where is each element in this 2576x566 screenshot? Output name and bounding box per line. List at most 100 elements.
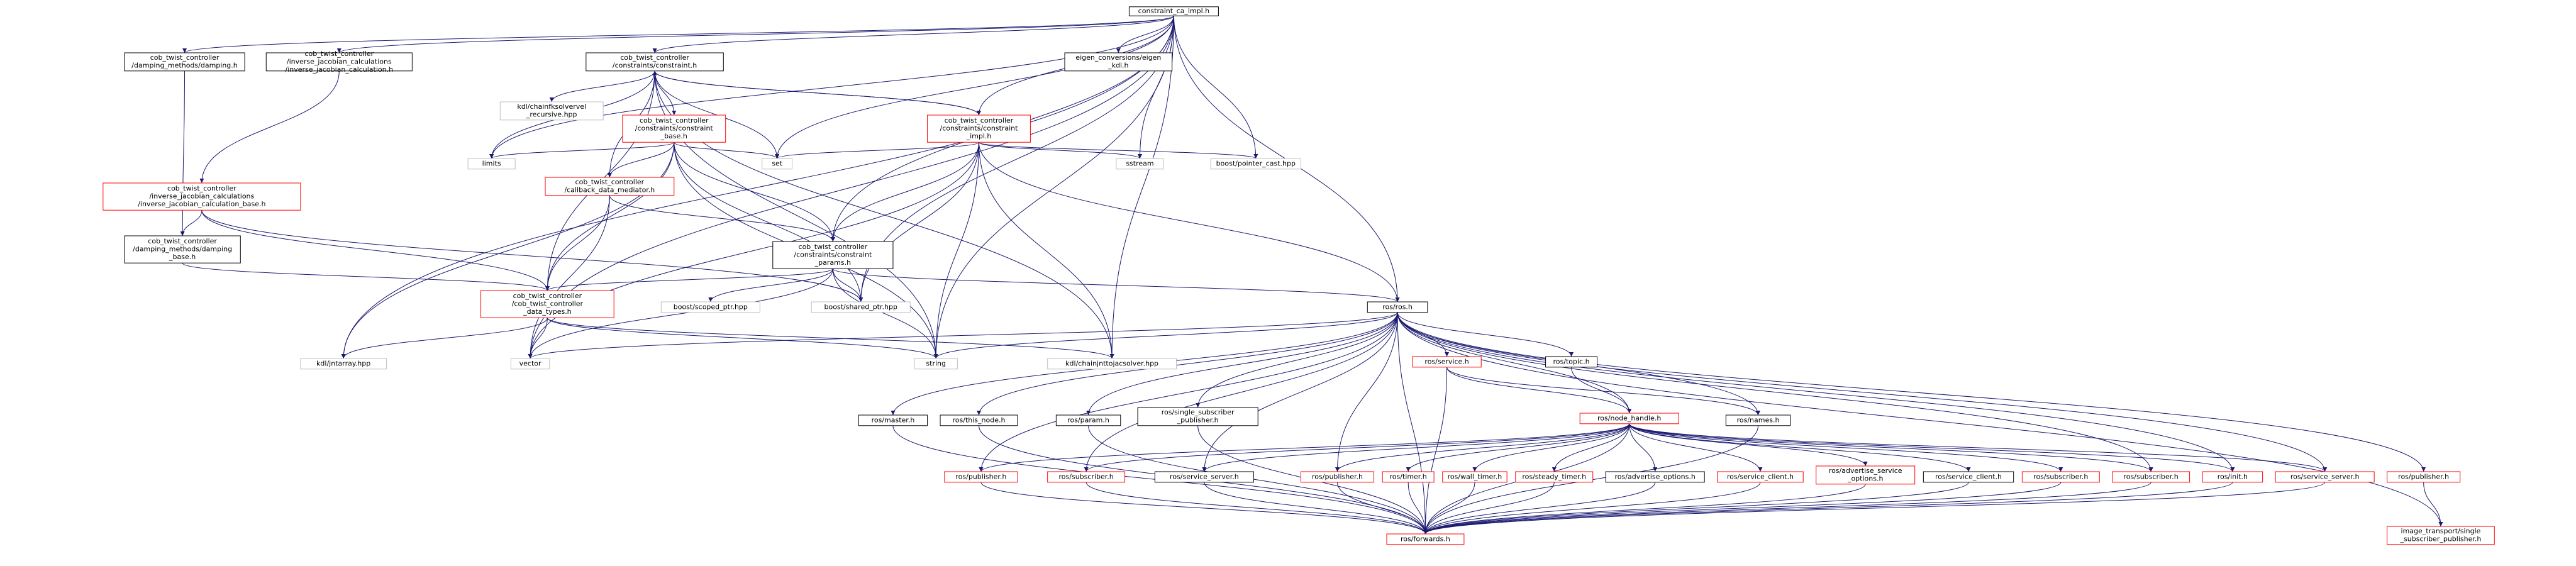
graph-node-service-client1[interactable]: ros/service_client.h bbox=[1717, 471, 1804, 483]
graph-node-params[interactable]: cob_twist_controller/constraints/constra… bbox=[772, 241, 894, 269]
edge-node-handle-to-service-client1 bbox=[1629, 423, 1763, 472]
node-label: ros/subscriber.h bbox=[2124, 472, 2179, 480]
graph-node-sstream[interactable]: sstream bbox=[1116, 158, 1164, 170]
node-label: ros/service_server.h bbox=[1170, 472, 1239, 480]
edge-damping-base-to-data-types bbox=[182, 262, 550, 291]
graph-node-limits[interactable]: limits bbox=[467, 158, 516, 170]
graph-node-constraint-impl[interactable]: cob_twist_controller/constraints/constra… bbox=[927, 114, 1031, 143]
graph-node-advertise-service-options[interactable]: ros/advertise_service_options.h bbox=[1816, 465, 1916, 485]
graph-node-vector[interactable]: vector bbox=[510, 358, 550, 370]
node-label: ros/subscriber.h bbox=[2033, 472, 2088, 480]
graph-node-names[interactable]: ros/names.h bbox=[1725, 414, 1791, 426]
graph-node-subscriber1[interactable]: ros/subscriber.h bbox=[1047, 471, 1126, 483]
graph-node-damping-base[interactable]: cob_twist_controller/damping_methods/dam… bbox=[124, 235, 241, 264]
edge-constraint-to-string bbox=[654, 70, 938, 359]
graph-node-wall-timer[interactable]: ros/wall_timer.h bbox=[1442, 471, 1507, 483]
edge-params-to-vector bbox=[528, 269, 833, 359]
graph-node-constraint-base[interactable]: cob_twist_controller/constraints/constra… bbox=[622, 114, 726, 143]
graph-node-damping[interactable]: cob_twist_controller/damping_methods/dam… bbox=[124, 52, 245, 72]
edge-data-types-to-string bbox=[547, 318, 938, 359]
graph-node-publisher3[interactable]: ros/publisher.h bbox=[2387, 471, 2461, 483]
edge-ros-to-init bbox=[1397, 312, 2235, 472]
node-label: /inverse_jacobian_calculation_base.h bbox=[138, 200, 265, 208]
graph-node-kdl-jnt[interactable]: kdl/jntarray.hpp bbox=[300, 358, 387, 370]
edge-ros-to-node-handle bbox=[1397, 312, 1632, 414]
node-box bbox=[2275, 471, 2375, 483]
graph-node-node-handle[interactable]: ros/node_handle.h bbox=[1579, 413, 1679, 425]
graph-node-publisher1[interactable]: ros/publisher.h bbox=[944, 471, 1018, 483]
graph-node-forwards[interactable]: ros/forwards.h bbox=[1386, 533, 1465, 545]
graph-node-init[interactable]: ros/init.h bbox=[2202, 471, 2263, 483]
graph-node-data-types[interactable]: cob_twist_controller/cob_twist_controlle… bbox=[480, 290, 614, 318]
edge-service-to-node-handle bbox=[1446, 367, 1632, 414]
node-label: _kdl.h bbox=[1108, 62, 1128, 70]
node-box bbox=[1717, 471, 1804, 483]
graph-node-steady-timer[interactable]: ros/steady_timer.h bbox=[1515, 471, 1594, 483]
graph-node-ijc-base[interactable]: cob_twist_controller/inverse_jacobian_ca… bbox=[103, 182, 301, 211]
graph-node-constraint[interactable]: cob_twist_controller/constraints/constra… bbox=[586, 52, 724, 72]
node-label: ros/master.h bbox=[872, 416, 915, 424]
graph-node-cbdm[interactable]: cob_twist_controller/callback_data_media… bbox=[545, 177, 675, 196]
node-label: ros/node_handle.h bbox=[1597, 414, 1661, 422]
edge-advertise-options-to-forwards bbox=[1423, 482, 1656, 535]
edge-constraint-base-to-cbdm bbox=[607, 142, 675, 178]
graph-node-root[interactable]: constraint_ca_impl.h bbox=[1128, 6, 1219, 16]
edge-ros-to-param bbox=[1086, 312, 1398, 416]
graph-node-subscriber2[interactable]: ros/subscriber.h bbox=[2021, 471, 2100, 483]
graph-node-this-node[interactable]: ros/this_node.h bbox=[940, 414, 1018, 426]
graph-node-ssp[interactable]: ros/single_subscriber_publisher.h bbox=[1137, 407, 1258, 426]
edge-cbdm-to-data-types bbox=[545, 195, 610, 291]
edge-constraint-impl-to-ros bbox=[978, 142, 1400, 302]
node-label: /inverse_jacobian_calculations bbox=[149, 192, 254, 201]
graph-node-master[interactable]: ros/master.h bbox=[858, 414, 928, 426]
nodes-layer: constraint_ca_impl.h cob_twist_controller… bbox=[103, 6, 2495, 545]
node-label: vector bbox=[519, 359, 541, 367]
graph-node-advertise-options[interactable]: ros/advertise_options.h bbox=[1605, 471, 1705, 483]
edge-node-handle-to-service-client2 bbox=[1629, 423, 1971, 472]
node-box bbox=[124, 52, 245, 72]
graph-node-timer[interactable]: ros/timer.h bbox=[1382, 471, 1435, 483]
node-label: ros/publisher.h bbox=[1312, 472, 1363, 480]
edge-timer-to-forwards bbox=[1407, 482, 1428, 535]
graph-node-service-server1[interactable]: ros/service_server.h bbox=[1154, 471, 1254, 483]
edge-publisher2-to-forwards bbox=[1337, 482, 1428, 535]
node-label: cob_twist_controller bbox=[945, 116, 1014, 125]
graph-node-topic[interactable]: ros/topic.h bbox=[1545, 356, 1598, 368]
edge-constraint-impl-to-constraint bbox=[652, 70, 979, 116]
node-box bbox=[1412, 356, 1482, 368]
node-label: cob_twist_controller bbox=[150, 53, 219, 62]
edge-constraint-impl-to-pointer-cast bbox=[978, 142, 1258, 159]
graph-node-jacsolver[interactable]: kdl/chainjnttojacsolver.hpp bbox=[1047, 358, 1177, 370]
edge-root-to-constraint bbox=[652, 15, 1174, 53]
edge-params-to-ros bbox=[832, 268, 1400, 302]
graph-node-subscriber3[interactable]: ros/subscriber.h bbox=[2112, 471, 2190, 483]
edge-ros-to-vector bbox=[528, 312, 1398, 359]
edge-root-to-pointer-cast bbox=[1173, 16, 1258, 159]
graph-node-service-server2[interactable]: ros/service_server.h bbox=[2275, 471, 2375, 483]
graph-node-set[interactable]: set bbox=[762, 158, 793, 170]
edge-constraint-impl-to-params bbox=[830, 142, 979, 242]
edge-constraint-to-set bbox=[654, 70, 780, 159]
edge-params-to-data-types bbox=[545, 268, 833, 291]
node-label: ros/subscriber.h bbox=[1059, 472, 1114, 480]
node-box bbox=[103, 182, 301, 211]
edge-constraint-impl-to-vector bbox=[528, 142, 979, 359]
node-label: ros/publisher.h bbox=[2398, 472, 2449, 480]
graph-node-scoped-ptr[interactable]: boost/scoped_ptr.hpp bbox=[660, 301, 760, 313]
graph-node-image-transport[interactable]: image_transport/single_subscriber_publis… bbox=[2387, 526, 2495, 545]
graph-node-ros[interactable]: ros/ros.h bbox=[1367, 301, 1428, 313]
graph-node-service-client2[interactable]: ros/service_client.h bbox=[1923, 471, 2014, 483]
graph-node-param[interactable]: ros/param.h bbox=[1055, 414, 1121, 426]
graph-node-pointer-cast[interactable]: boost/pointer_cast.hpp bbox=[1210, 158, 1301, 170]
graph-node-kdl-vel[interactable]: kdl/chainfksolvervel_recursive.hpp bbox=[499, 101, 604, 121]
edge-node-handle-to-advertise-options bbox=[1629, 423, 1658, 472]
graph-node-publisher2[interactable]: ros/publisher.h bbox=[1300, 471, 1375, 483]
graph-node-eigen-kdl[interactable]: eigen_conversions/eigen_kdl.h bbox=[1064, 52, 1173, 72]
edge-node-handle-to-subscriber1 bbox=[1084, 423, 1630, 472]
graph-node-ijc[interactable]: cob_twist_controller/inverse_jacobian_ca… bbox=[265, 50, 413, 74]
graph-node-service[interactable]: ros/service.h bbox=[1412, 356, 1482, 368]
graph-node-string[interactable]: string bbox=[914, 358, 958, 370]
node-label: cob_twist_controller bbox=[799, 243, 868, 251]
graph-node-shared-ptr[interactable]: boost/shared_ptr.hpp bbox=[811, 301, 911, 313]
edge-publisher1-to-forwards bbox=[980, 482, 1428, 535]
